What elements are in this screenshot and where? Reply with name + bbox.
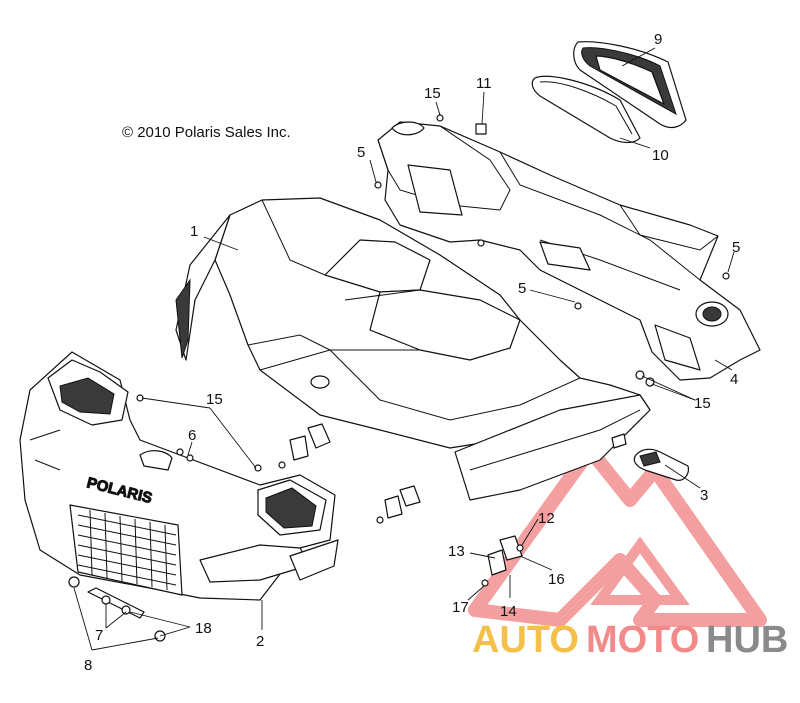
part-2-front-fascia: POLARIS (19, 351, 339, 601)
grille-mesh (77, 509, 177, 591)
watermark-auto: AUTO (472, 619, 579, 661)
leader-lines (73, 47, 735, 651)
watermark-text: AUTO MOTO HUB (472, 619, 788, 661)
part-4-dash-panel (377, 121, 761, 381)
callout-labels: 1 2 3 4 5 5 5 6 7 8 9 10 11 12 13 14 15 … (84, 31, 740, 674)
callout-1: 1 (190, 223, 198, 240)
part-3-latch (633, 448, 689, 481)
callout-3: 3 (700, 487, 708, 504)
callout-2: 2 (256, 633, 264, 650)
callout-7: 7 (95, 627, 103, 644)
callout-12: 12 (538, 510, 555, 527)
part-10-lens (531, 75, 641, 144)
callout-11: 11 (476, 75, 492, 92)
callout-5b: 5 (518, 280, 526, 297)
callout-6: 6 (188, 427, 196, 444)
callout-4: 4 (730, 371, 738, 388)
callout-14: 14 (500, 603, 517, 620)
callout-8: 8 (84, 657, 92, 674)
callout-15b: 15 (206, 391, 223, 408)
callout-5c: 5 (732, 239, 740, 256)
watermark-moto: MOTO (586, 619, 699, 661)
watermark-logo (468, 443, 767, 627)
part-1-hood (175, 197, 651, 449)
callout-17: 17 (452, 599, 469, 616)
callout-5a: 5 (357, 144, 365, 161)
part-9-frame (573, 41, 687, 129)
part-3-side-trim (454, 394, 651, 501)
callout-15c: 15 (694, 395, 711, 412)
watermark-hub: HUB (706, 619, 788, 661)
callout-9: 9 (654, 31, 662, 48)
callout-15a: 15 (424, 85, 441, 102)
copyright-text: © 2010 Polaris Sales Inc. (122, 124, 291, 141)
callout-13: 13 (448, 543, 465, 560)
callout-16: 16 (548, 571, 565, 588)
hardware-parts (68, 114, 730, 642)
callout-10: 10 (652, 147, 669, 164)
callout-18: 18 (195, 620, 212, 637)
